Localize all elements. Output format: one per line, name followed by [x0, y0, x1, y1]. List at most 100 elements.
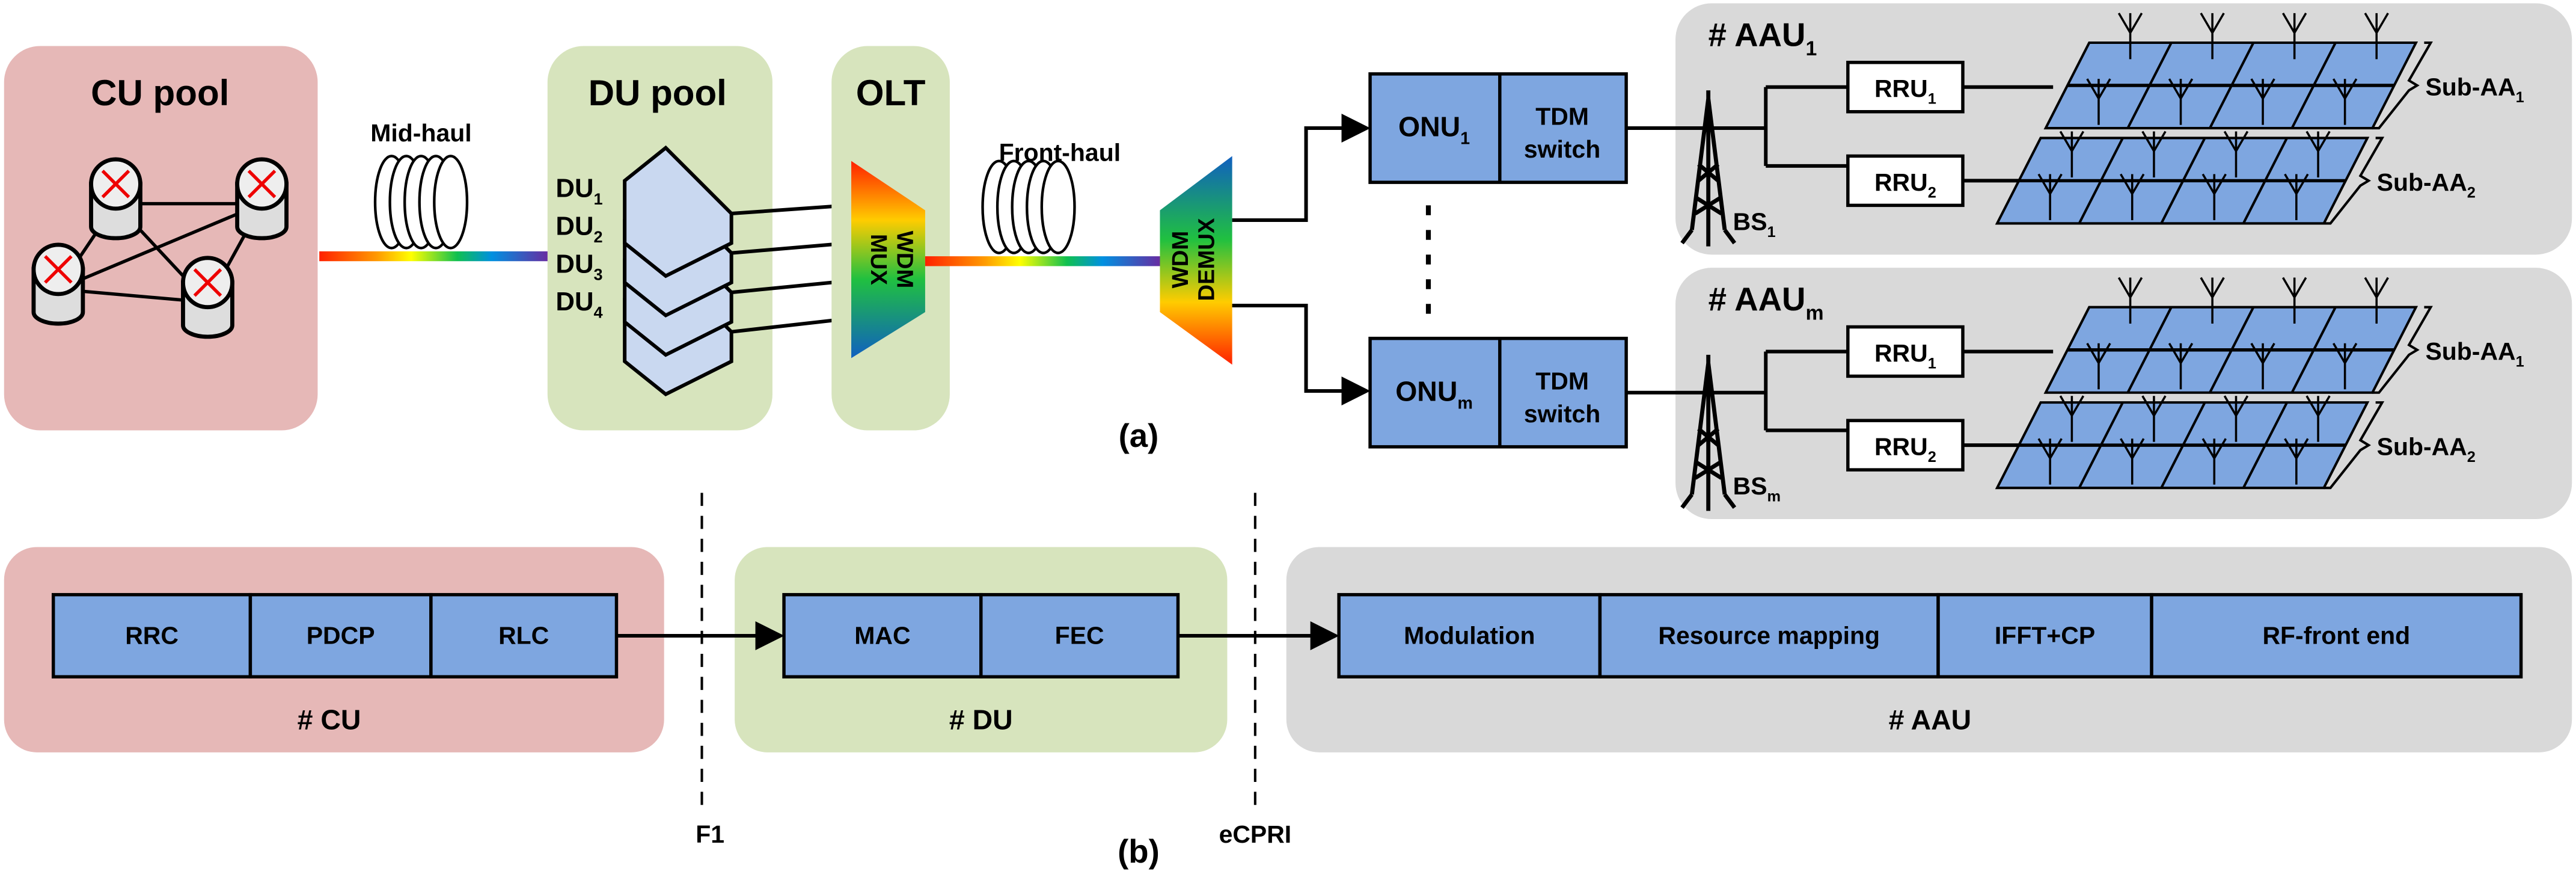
du-label-4: DU4 [555, 287, 602, 321]
rru-box [1846, 325, 1965, 378]
antenna-icon [2117, 277, 2143, 324]
function-block [979, 592, 1180, 678]
rru-label-base: RRU [1874, 75, 1928, 102]
function-block [1337, 592, 1602, 678]
rru-label-sub: 2 [1928, 184, 1936, 201]
bs-label-base: BS [1733, 472, 1767, 500]
function-block [782, 592, 983, 678]
onu-label-sub: m [1457, 393, 1473, 413]
rru-label-base: RRU [1874, 168, 1928, 196]
function-block-label: Resource mapping [1658, 622, 1880, 650]
bs-wiring [1626, 85, 2054, 183]
cu-pool-title: CU pool [91, 73, 229, 113]
rru-label-sub: 1 [1928, 355, 1936, 372]
mux-label-1: WDM [892, 231, 917, 289]
coil-loop [1040, 159, 1076, 254]
demux-label-2: DEMUX [1194, 218, 1220, 301]
antenna-icon [2201, 438, 2227, 485]
front-haul-fiber [925, 256, 1162, 266]
wdm-mux [851, 161, 925, 358]
ellipsis-dots [1425, 205, 1431, 314]
aau-title: # AAU [1889, 704, 1972, 736]
brace-icon [2324, 137, 2385, 225]
bs-wiring [1626, 349, 2054, 448]
function-block-label: PDCP [307, 622, 375, 650]
du-label-1: DU1 [555, 174, 602, 208]
antenna-icon [2250, 342, 2275, 390]
antenna-icon [2223, 131, 2249, 177]
rru-label-base: RRU [1874, 433, 1928, 461]
du-to-mux-link [731, 241, 848, 255]
rru-box [1846, 154, 1965, 208]
du-label-1-sub: 1 [594, 189, 603, 208]
antenna-icon [2201, 173, 2227, 220]
function-block-label: RF-front end [2262, 622, 2410, 650]
onu-label-base: ONU [1398, 111, 1460, 143]
function-block-label: RLC [498, 622, 549, 650]
function-block [1598, 592, 1940, 678]
router-icon [31, 242, 85, 326]
antenna-icon [2332, 78, 2358, 125]
server-stack-icon [623, 145, 848, 397]
brace-icon [2372, 41, 2433, 130]
antenna-icon [2250, 78, 2275, 125]
function-block [429, 592, 619, 678]
mux-label-2: MUX [866, 234, 892, 285]
antenna-icon [2059, 395, 2085, 442]
cu-title: # CU [298, 704, 361, 736]
tdm-switch-label-1: TDM [1535, 367, 1589, 395]
fiber-coil-icon [373, 155, 469, 250]
sub-aa-label-sub: 2 [2467, 184, 2476, 201]
du-label-2: DU2 [555, 212, 602, 246]
antenna-icon [2200, 277, 2225, 324]
function-block-label: IFFT+CP [1995, 622, 2095, 650]
rru-label: RRU2 [1874, 168, 1936, 201]
du-title: # DU [949, 704, 1013, 736]
cell-tower-icon [1680, 354, 1737, 511]
sub-aa-label: Sub-AA2 [2377, 433, 2476, 466]
router-link [57, 202, 263, 291]
function-block [248, 592, 433, 678]
mid-haul-label: Mid-haul [370, 119, 471, 147]
brace-icon [2372, 306, 2433, 394]
fiber-coil-icon [981, 159, 1076, 254]
antenna-icon [2305, 395, 2331, 442]
function-block-label: Modulation [1404, 622, 1535, 650]
router-icon [235, 157, 289, 241]
antenna-icon [2364, 12, 2389, 60]
antenna-icon [2168, 78, 2194, 125]
function-block-label: RRC [125, 622, 179, 650]
function-block [2150, 592, 2523, 678]
function-block-label: FEC [1055, 622, 1104, 650]
du-label-4-base: DU [555, 287, 593, 316]
antenna-icon [2364, 277, 2389, 324]
aau-title-base: # AAU [1709, 281, 1806, 318]
antenna-icon [2200, 12, 2225, 60]
rru-box [1846, 419, 1965, 472]
brace-icon [2324, 401, 2385, 490]
aau-title-base: # AAU [1709, 16, 1806, 53]
onu-label-base: ONU [1395, 375, 1457, 407]
antenna-icon [2086, 342, 2111, 390]
function-block-label: MAC [854, 622, 910, 650]
onu-label: ONUm [1395, 375, 1473, 413]
sub-aa-label-sub: 1 [2516, 89, 2524, 106]
bs-label: BS1 [1733, 208, 1776, 240]
du-label-3-sub: 3 [594, 265, 603, 284]
antenna-icon [2282, 277, 2307, 324]
rru-label-sub: 2 [1928, 449, 1936, 466]
antenna-icon [2059, 131, 2085, 177]
antenna-icon [2284, 438, 2309, 485]
sub-aa-label-base: Sub-AA [2425, 337, 2515, 365]
label-b: (b) [1118, 833, 1160, 870]
tdm-switch-label-2: switch [1524, 135, 1600, 163]
antenna-icon [2037, 173, 2063, 220]
sub-aa-label-sub: 2 [2467, 449, 2476, 466]
bs-label: BSm [1733, 472, 1781, 505]
antenna-icon [2086, 78, 2111, 125]
du-to-mux-link [731, 203, 848, 216]
bs-label-sub: 1 [1767, 224, 1776, 241]
router-network-icon [31, 157, 289, 339]
cu-pool-panel [4, 46, 318, 431]
